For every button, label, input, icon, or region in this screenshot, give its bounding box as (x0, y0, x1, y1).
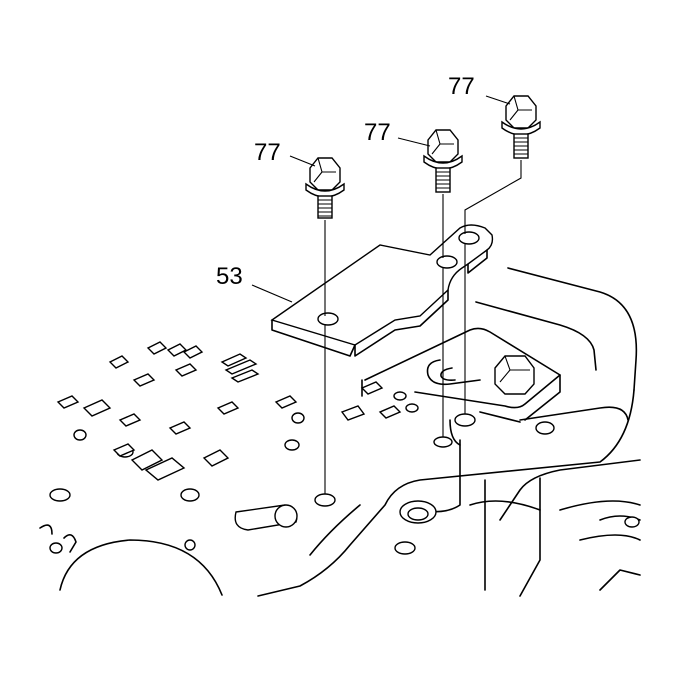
callout-bolt-a: 77 (254, 139, 281, 166)
callout-plate: 53 (216, 263, 243, 290)
valve-body-face (39, 341, 419, 596)
bolt-a (305, 157, 345, 219)
casting-bores (394, 421, 640, 555)
bracket-hex-bolt (494, 355, 535, 395)
bolt-b (423, 129, 463, 193)
alignment-lines (324, 160, 522, 495)
target-holes (314, 413, 476, 507)
leader-lines (251, 95, 511, 303)
callout-bolt-c: 77 (448, 73, 475, 100)
callout-bolt-b: 77 (364, 119, 391, 146)
bolt-c (501, 95, 541, 159)
plate-53 (270, 224, 494, 357)
